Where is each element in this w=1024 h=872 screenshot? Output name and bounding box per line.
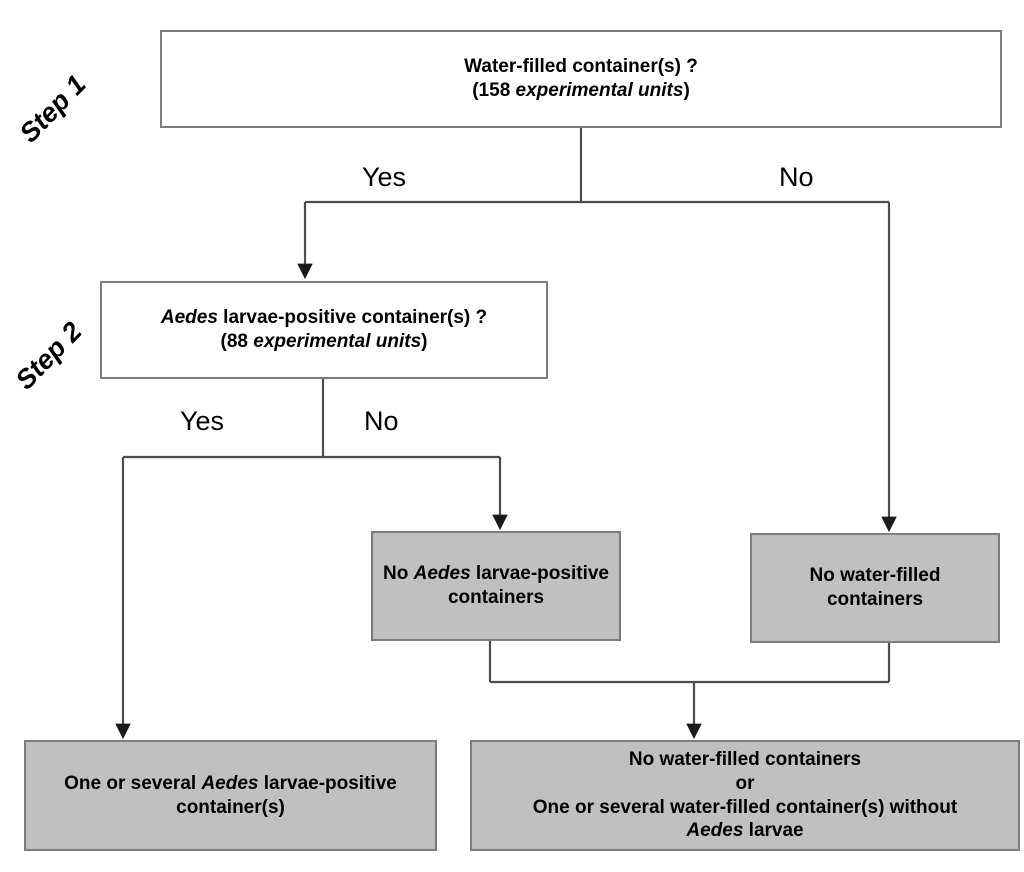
node-step2-question-line1-rest: larvae-positive container(s) ? (217, 307, 488, 329)
node-outcome-positive-part-italic: Aedes (201, 772, 259, 794)
node-step2-question-line1-italic: Aedes (160, 307, 218, 329)
node-step1-question-line2-italic: experimental units (515, 80, 684, 101)
node-no-water-filled-containers[interactable]: No water-filled containers (750, 533, 1000, 643)
node-step1-question-line1: Water-filled container(s) ? (464, 56, 698, 78)
edge-label-step2-no: No (364, 406, 399, 436)
node-outcome-positive-part1: One or several (64, 772, 202, 794)
node-no-aedes-part-italic: Aedes (413, 563, 471, 585)
node-outcome-negative-line4: Aedes larvae (482, 819, 1008, 843)
node-outcome-negative-line4-rest: larvae (743, 820, 804, 842)
node-no-aedes-positive-containers[interactable]: No Aedes larvae-positive containers (371, 531, 621, 641)
node-step2-question-line2-suffix: ) (421, 331, 428, 352)
node-outcome-negative-line3: One or several water-filled container(s)… (532, 796, 958, 818)
node-step1-question-line2-prefix: (158 (472, 80, 516, 101)
node-outcome-negative-line4-italic: Aedes (686, 820, 744, 842)
step-2-label: Step 2 (9, 316, 88, 396)
node-step2-question-line1: Aedes larvae-positive container(s) ? (112, 306, 536, 330)
node-outcome-negative-line1: No water-filled containers (628, 749, 862, 770)
node-step2-question[interactable]: Aedes larvae-positive container(s) ? (88… (100, 281, 548, 379)
node-step2-question-line2-prefix: (88 (220, 331, 254, 352)
node-step1-question-line2-suffix: ) (683, 80, 690, 101)
node-no-water-filled-text: No water-filled containers (809, 565, 941, 610)
node-step2-question-line2: (88 experimental units) (112, 330, 536, 354)
node-no-aedes-part1: No (383, 563, 414, 585)
node-outcome-positive[interactable]: One or several Aedes larvae-positive con… (24, 740, 437, 851)
step-1-label: Step 1 (13, 69, 92, 149)
node-outcome-negative-line2: or (735, 772, 755, 794)
node-step1-question-line2: (158 experimental units) (172, 79, 990, 103)
node-step2-question-line2-italic: experimental units (253, 331, 422, 352)
node-outcome-positive-part2: larvae-positive container(s) (176, 772, 397, 818)
node-outcome-negative[interactable]: No water-filled containers or One or sev… (470, 740, 1020, 851)
node-no-aedes-part2: larvae-positive containers (447, 563, 609, 608)
edge-label-step1-no: No (779, 162, 814, 192)
edge-label-step1-yes: Yes (362, 162, 407, 192)
node-step1-question[interactable]: Water-filled container(s) ? (158 experim… (160, 30, 1002, 128)
edge-label-step2-yes: Yes (180, 406, 225, 436)
